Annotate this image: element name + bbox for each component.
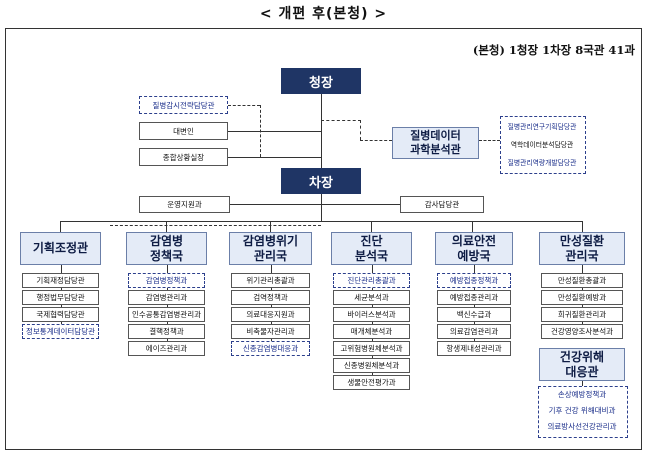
vice-units-connector <box>230 204 400 205</box>
division-box: 비축물자관리과 <box>231 324 310 339</box>
commissioner-unit: 질병감시전략담당관 <box>139 96 228 114</box>
division-box: 바이러스분석과 <box>333 307 410 322</box>
bureau-drop <box>166 221 167 232</box>
main-spine <box>321 94 322 221</box>
commissioner-unit: 종합상황실장 <box>139 148 228 166</box>
division-box: 결핵정책과 <box>128 324 205 339</box>
health-hazard-division: 손상예방정책과 <box>541 387 623 402</box>
division-box: 감염병정책과 <box>128 273 205 288</box>
bureau-box: 감염병위기 관리국 <box>229 232 312 265</box>
commissioner-box: 청장 <box>281 68 361 94</box>
org-summary: (본청) 1청장 1차장 8국관 41과 <box>472 43 635 57</box>
division-box: 고위험병원체분석과 <box>333 341 410 356</box>
vice-unit-operations: 운영지원과 <box>139 196 230 213</box>
bureau-drop <box>270 221 271 232</box>
dashed-connector <box>228 105 260 106</box>
division-box: 정보통계데이터담당관 <box>22 324 99 339</box>
division-box: 예방접종정책과 <box>437 273 511 288</box>
vice-commissioner-box: 차장 <box>281 168 361 194</box>
division-box: 예방접종관리과 <box>437 290 511 305</box>
bureau-box: 진단 분석국 <box>331 232 412 265</box>
health-hazard-division: 의료방사선건강관리과 <box>541 419 623 434</box>
bureau-drop <box>472 221 473 232</box>
dashed-connector <box>360 140 392 141</box>
division-box: 검역정책과 <box>231 290 310 305</box>
division-box: 희귀질환관리과 <box>541 307 623 322</box>
dashed-connector <box>321 120 361 121</box>
division-box: 의료대응지원과 <box>231 307 310 322</box>
division-box: 신종병원체분석과 <box>333 358 410 373</box>
division-box: 에이즈관리과 <box>128 341 205 356</box>
dashed-connector <box>479 140 500 141</box>
connector <box>228 131 321 132</box>
division-box: 세균분석과 <box>333 290 410 305</box>
health-hazard-division: 기후 건강 위해대비과 <box>541 403 623 418</box>
bureau-box: 감염병 정책국 <box>126 232 207 265</box>
division-box: 의료감염관리과 <box>437 324 511 339</box>
bureau-drop <box>60 221 61 232</box>
division-box: 만성질환총괄과 <box>541 273 623 288</box>
division-box: 국제협력담당관 <box>22 307 99 322</box>
division-box: 진단관리총괄과 <box>333 273 410 288</box>
bureau-drop <box>371 221 372 232</box>
division-box: 감염병관리과 <box>128 290 205 305</box>
health-hazard-bureau-box: 건강위해 대응관 <box>539 348 625 381</box>
connector <box>582 381 583 386</box>
data-bureau-box: 질병데이터 과학분석관 <box>392 127 479 159</box>
division-box: 신종감염병대응과 <box>231 341 310 356</box>
data-bureau-division: 질병관리연구기획담당관 <box>503 118 581 133</box>
bureau-bus <box>60 221 582 222</box>
bureau-box: 의료안전 예방국 <box>435 232 513 265</box>
division-box: 항생제내성관리과 <box>437 341 511 356</box>
health-hazard-group <box>538 386 628 438</box>
page-title: < 개편 후(본청) > <box>259 6 388 22</box>
org-chart-frame <box>5 28 642 450</box>
division-box: 위기관리총괄과 <box>231 273 310 288</box>
data-bureau-division: 역학데이터분석담당관 <box>503 136 581 151</box>
connector <box>228 157 321 158</box>
data-bureau-division: 질병관리역량개발담당관 <box>503 154 581 169</box>
commissioner-unit: 대변인 <box>139 122 228 140</box>
dashed-connector <box>110 225 321 226</box>
dashed-connector <box>360 120 361 140</box>
division-box: 행정법무담당관 <box>22 290 99 305</box>
bureau-drop <box>582 221 583 232</box>
bureau-box: 기획조정관 <box>20 232 101 265</box>
division-box: 인수공통감염병관리과 <box>128 307 205 322</box>
vice-unit-audit: 감사담당관 <box>400 196 484 213</box>
data-bureau-group <box>500 116 586 174</box>
division-box: 생물안전평가과 <box>333 375 410 390</box>
division-box: 매개체분석과 <box>333 324 410 339</box>
division-box: 건강영양조사분석과 <box>541 324 623 339</box>
division-box: 기획재정담당관 <box>22 273 99 288</box>
bureau-box: 만성질환 관리국 <box>539 232 625 265</box>
division-box: 백신수급과 <box>437 307 511 322</box>
division-box: 만성질환예방과 <box>541 290 623 305</box>
